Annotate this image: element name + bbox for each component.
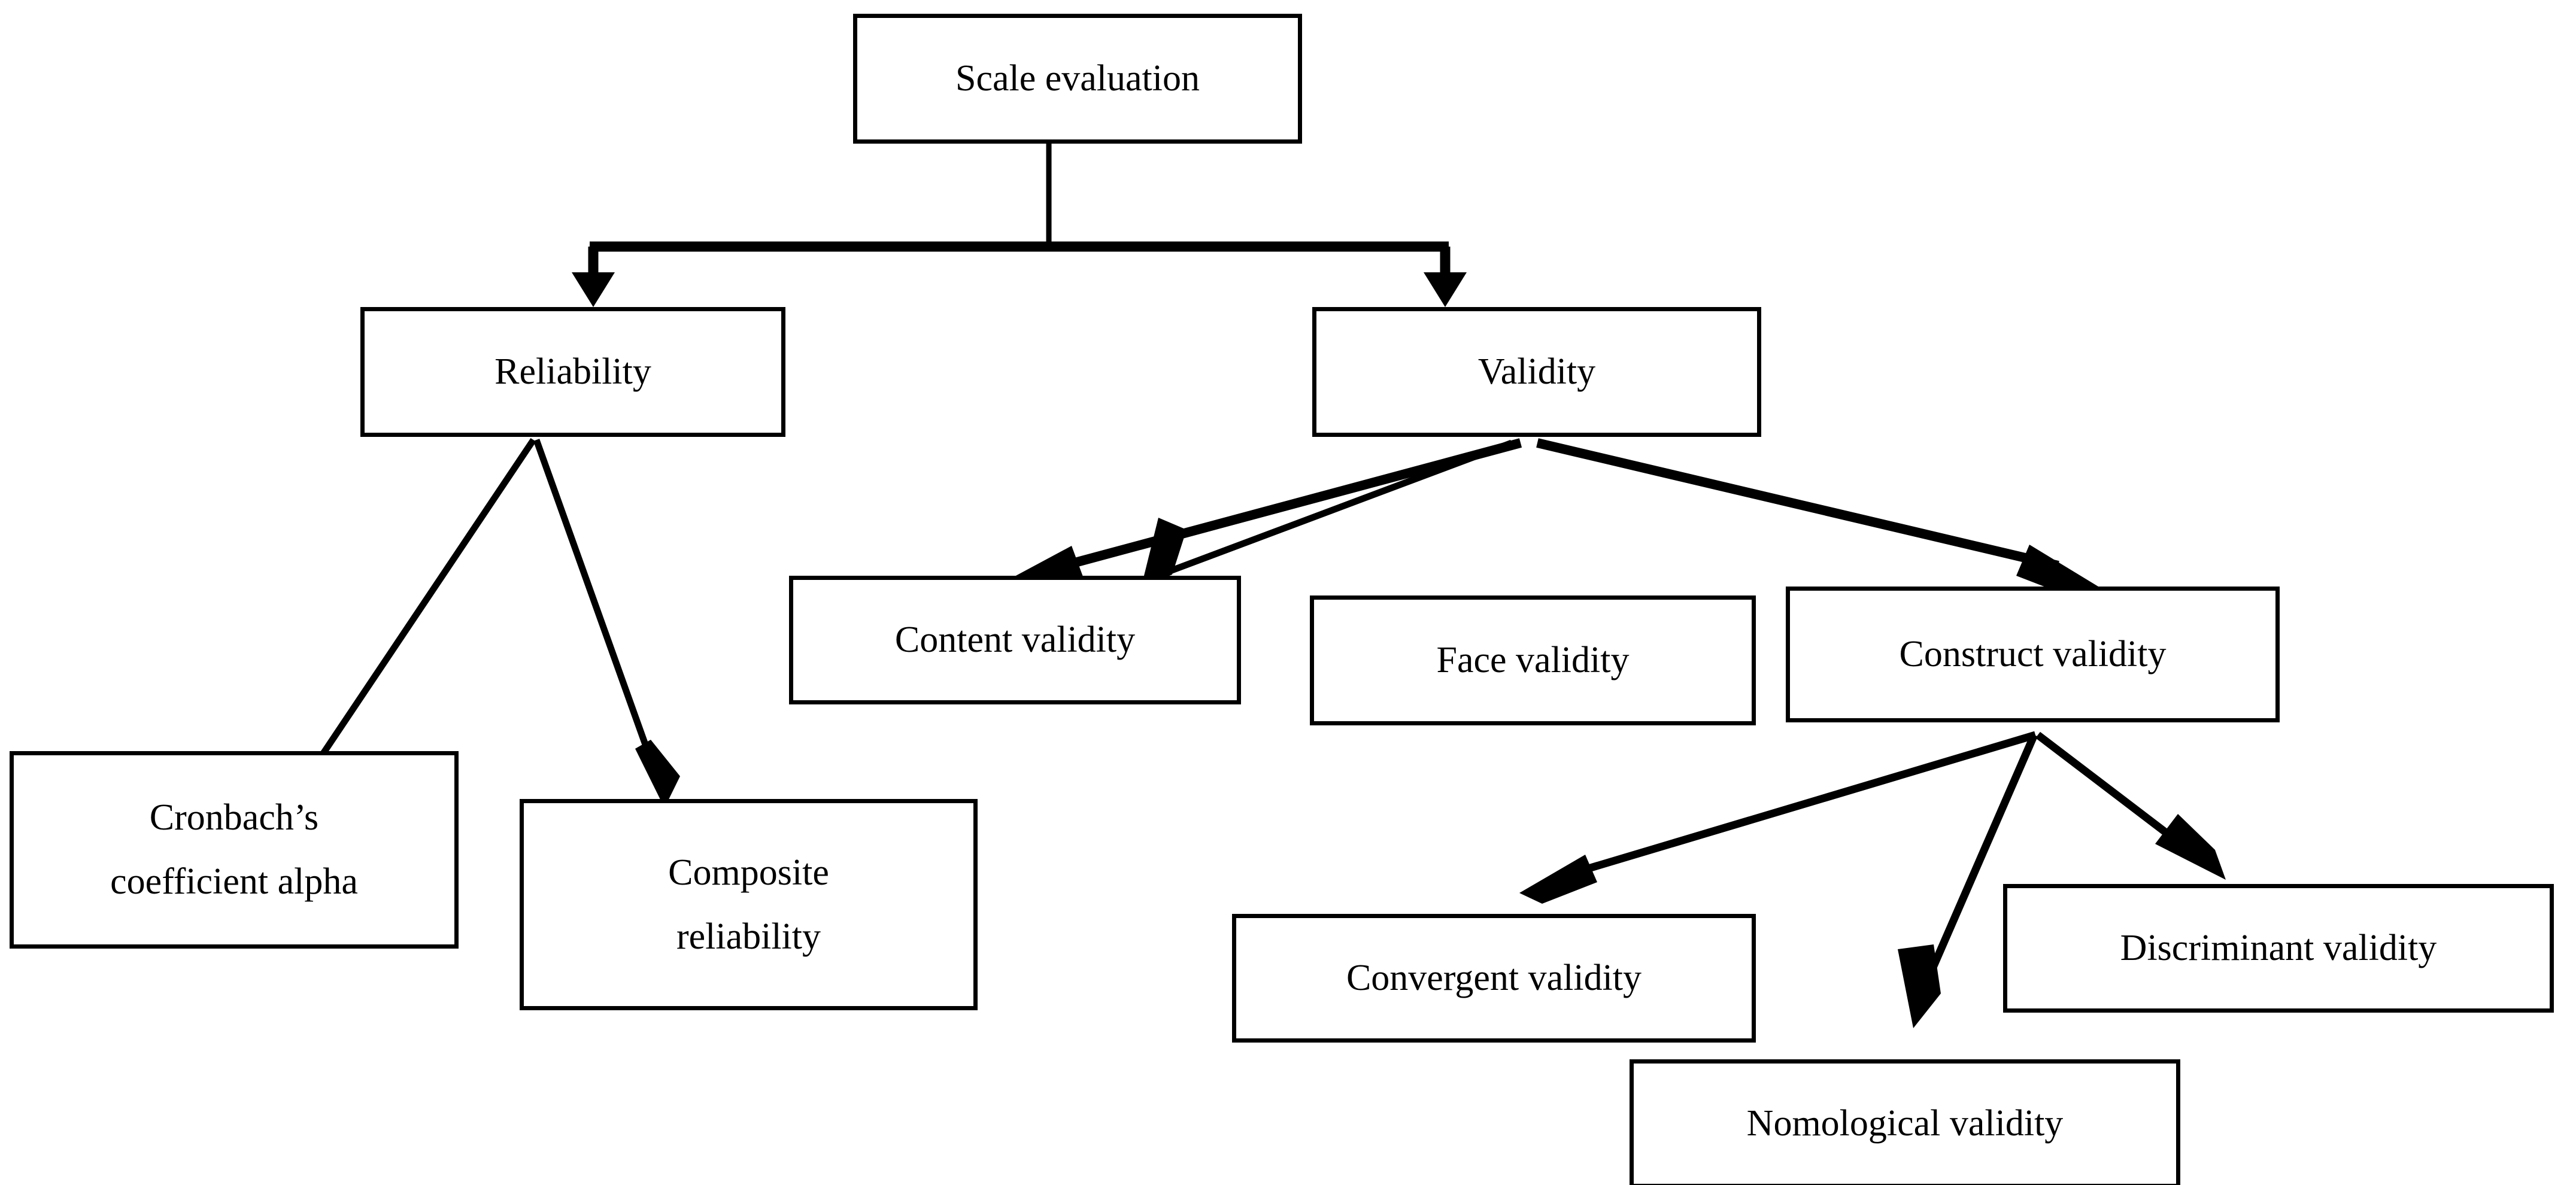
edge-validity-to-face <box>1141 439 1513 588</box>
node-label: Scale evaluation <box>955 57 1200 99</box>
node-discriminant-validity[interactable]: Discriminant validity <box>2003 884 2554 1013</box>
node-label: Validity <box>1477 351 1596 392</box>
node-label: Face validity <box>1436 639 1630 680</box>
node-reliability[interactable]: Reliability <box>360 307 785 437</box>
node-scale-evaluation[interactable]: Scale evaluation <box>853 14 1302 144</box>
node-label: Construct validity <box>1899 633 2167 674</box>
edge-validity-to-content <box>998 438 1522 598</box>
node-label: Cronbach’s coefficient alpha <box>110 797 358 902</box>
edge-construct-to-discriminant <box>2035 731 2226 880</box>
node-convergent-validity[interactable]: Convergent validity <box>1232 914 1756 1043</box>
edge-validity-to-construct <box>1536 438 2098 598</box>
node-composite-reliability[interactable]: Composite reliability <box>520 799 978 1010</box>
node-label: Discriminant validity <box>2120 927 2437 968</box>
node-face-validity[interactable]: Face validity <box>1310 595 1756 725</box>
node-label: Convergent validity <box>1346 957 1642 998</box>
node-label: Nomological validity <box>1746 1102 2064 1144</box>
edge-scale-to-children <box>572 144 1467 307</box>
node-label: Reliability <box>494 351 651 392</box>
edge-construct-to-convergent <box>1519 731 2037 904</box>
node-cronbachs-alpha[interactable]: Cronbach’s coefficient alpha <box>10 751 459 949</box>
node-nomological-validity[interactable]: Nomological validity <box>1630 1059 2180 1185</box>
edge-reliability-to-composite <box>533 439 680 808</box>
node-validity[interactable]: Validity <box>1312 307 1761 437</box>
node-label: Composite reliability <box>668 852 829 957</box>
node-construct-validity[interactable]: Construct validity <box>1786 587 2280 722</box>
node-content-validity[interactable]: Content validity <box>789 576 1241 704</box>
node-label: Content validity <box>894 619 1136 660</box>
